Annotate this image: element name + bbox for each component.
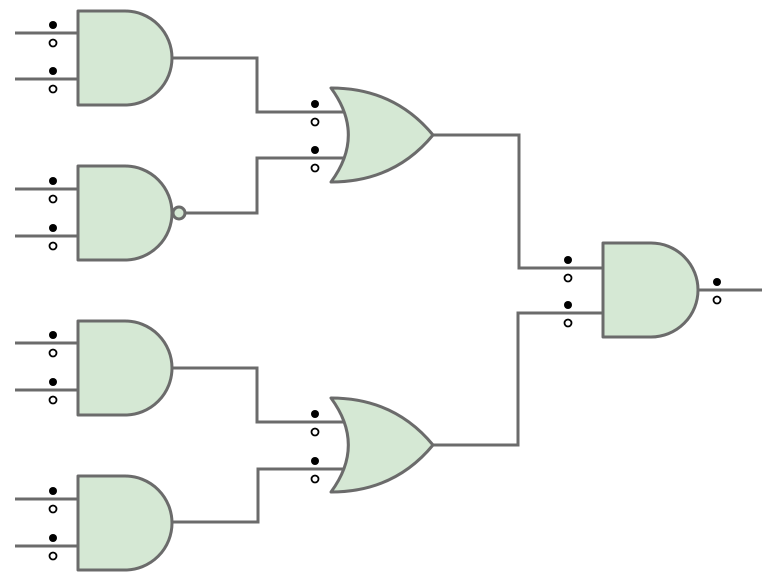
indicator-and2-input2[interactable] [48,378,58,405]
wire-nand-to-or1 [186,156,345,215]
or-gate-top[interactable] [329,86,435,184]
wire-or2-to-andout [433,311,608,447]
hollow-dot-icon [48,504,58,514]
wire-or1-to-andout [433,133,608,270]
filled-dot-icon [311,146,319,154]
hollow-dot-icon [310,163,320,173]
hollow-dot-icon [48,241,58,251]
wire-and3-to-or2 [172,467,345,524]
indicator-and3-input1[interactable] [48,487,58,514]
filled-dot-icon [713,278,721,286]
filled-dot-icon [311,410,319,418]
hollow-dot-icon [310,117,320,127]
filled-dot-icon [49,487,57,495]
and-gate-bottom-left[interactable] [76,474,174,572]
hollow-dot-icon [712,295,722,305]
hollow-dot-icon [48,38,58,48]
filled-dot-icon [49,67,57,75]
and-gate-top-left[interactable] [76,9,174,107]
filled-dot-icon [311,100,319,108]
nand-gate-left[interactable] [76,164,174,262]
hollow-dot-icon [48,551,58,561]
filled-dot-icon [49,534,57,542]
indicator-and2-input1[interactable] [48,331,58,358]
indicator-andout-input1[interactable] [563,256,573,283]
hollow-dot-icon [48,348,58,358]
indicator-andout-input2[interactable] [563,301,573,328]
hollow-dot-icon [48,84,58,94]
indicator-nand-input1[interactable] [48,177,58,204]
indicator-and3-input2[interactable] [48,534,58,561]
hollow-dot-icon [48,395,58,405]
indicator-nand-input2[interactable] [48,224,58,251]
indicator-or1-input1[interactable] [310,100,320,127]
filled-dot-icon [564,256,572,264]
indicator-final-output[interactable] [712,278,722,305]
filled-dot-icon [49,331,57,339]
and-gate-output[interactable] [601,241,700,339]
hollow-dot-icon [563,318,573,328]
nand-gate-left-inverter-bubble-icon [171,205,187,221]
filled-dot-icon [49,21,57,29]
indicator-and1-input2[interactable] [48,67,58,94]
filled-dot-icon [49,177,57,185]
indicator-or2-input1[interactable] [310,410,320,437]
filled-dot-icon [49,378,57,386]
hollow-dot-icon [563,273,573,283]
hollow-dot-icon [310,427,320,437]
hollow-dot-icon [310,474,320,484]
filled-dot-icon [311,457,319,465]
indicator-or1-input2[interactable] [310,146,320,173]
indicator-and1-input1[interactable] [48,21,58,48]
or-gate-bottom[interactable] [329,396,435,494]
filled-dot-icon [564,301,572,309]
hollow-dot-icon [48,194,58,204]
wire-and1-to-or1 [172,56,345,114]
filled-dot-icon [49,224,57,232]
indicator-or2-input2[interactable] [310,457,320,484]
wire-and2-to-or2 [172,366,345,424]
and-gate-mid-left[interactable] [76,319,174,417]
